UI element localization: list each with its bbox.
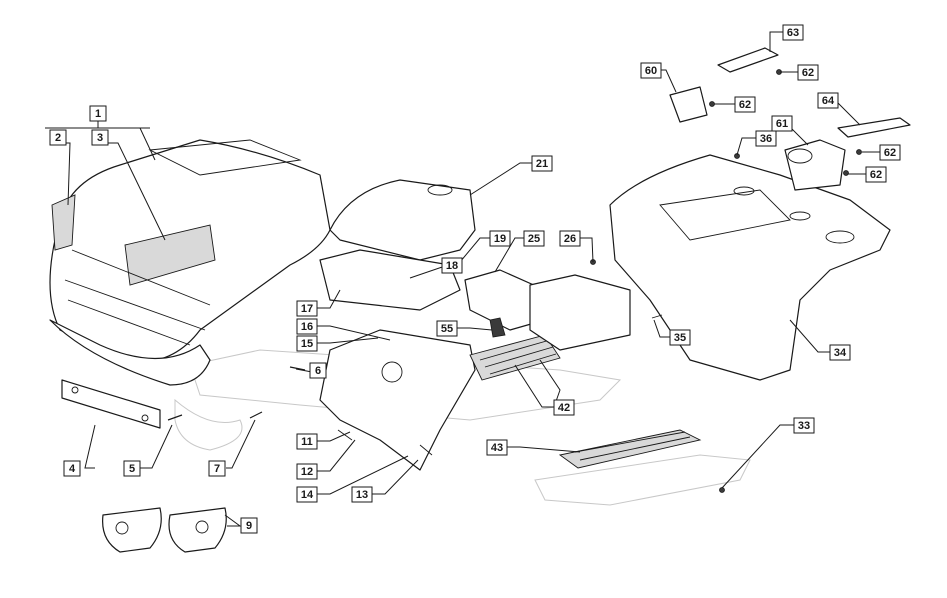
callout-12: 12 (296, 463, 318, 480)
svg-text:3: 3 (97, 132, 103, 144)
callout-14: 14 (296, 486, 318, 503)
callout-34: 34 (829, 344, 851, 361)
callout-11: 11 (296, 433, 318, 450)
callout-60: 60 (640, 62, 662, 79)
svg-text:12: 12 (301, 466, 313, 478)
callout-33: 33 (793, 417, 815, 434)
callout-labels: 1 2 3 4 5 6 7 9 11 12 13 14 15 16 17 18 … (49, 24, 901, 534)
callout-5: 5 (123, 460, 141, 477)
bracket-part (61, 379, 161, 429)
callout-62a: 62 (797, 64, 819, 81)
callout-62b: 62 (734, 96, 756, 113)
svg-text:36: 36 (760, 133, 772, 145)
callout-16: 16 (296, 318, 318, 335)
grille-part (51, 194, 76, 251)
callout-25: 25 (523, 230, 545, 247)
callout-55: 55 (436, 320, 458, 337)
callout-13: 13 (351, 486, 373, 503)
svg-text:5: 5 (129, 463, 135, 475)
callout-36: 36 (755, 130, 777, 147)
callout-26: 26 (559, 230, 581, 247)
svg-text:4: 4 (69, 463, 76, 475)
svg-text:61: 61 (776, 118, 788, 130)
svg-text:11: 11 (301, 436, 313, 448)
callout-42: 42 (553, 399, 575, 416)
svg-text:33: 33 (798, 420, 810, 432)
callout-64: 64 (817, 92, 839, 109)
svg-text:42: 42 (558, 402, 570, 414)
svg-text:62: 62 (802, 67, 814, 79)
mat-42-part (469, 334, 561, 381)
svg-text:13: 13 (356, 489, 368, 501)
svg-text:60: 60 (645, 65, 657, 77)
gasket-part (102, 507, 227, 553)
callout-4: 4 (63, 460, 81, 477)
svg-text:9: 9 (246, 520, 252, 532)
svg-text:6: 6 (315, 365, 321, 377)
svg-text:17: 17 (301, 303, 313, 315)
callout-15: 15 (296, 335, 318, 352)
svg-text:26: 26 (564, 233, 576, 245)
svg-text:62: 62 (870, 169, 882, 181)
dash-panel-part (329, 179, 476, 261)
svg-text:64: 64 (822, 95, 835, 107)
part-64 (837, 117, 911, 138)
svg-text:55: 55 (441, 323, 453, 335)
svg-text:14: 14 (301, 489, 314, 501)
callout-1: 1 (89, 105, 107, 122)
cupholder-61-part (784, 139, 846, 191)
callout-6: 6 (309, 362, 327, 379)
svg-text:25: 25 (528, 233, 540, 245)
cover-25-part (464, 269, 631, 351)
svg-text:16: 16 (301, 321, 313, 333)
callout-3: 3 (91, 129, 109, 146)
fender-34-part (609, 154, 891, 381)
svg-text:1: 1 (95, 108, 101, 120)
svg-text:19: 19 (494, 233, 506, 245)
lower-panel-part (319, 249, 461, 311)
mat-43-part (558, 429, 702, 469)
callout-9: 9 (240, 517, 258, 534)
svg-text:15: 15 (301, 338, 313, 350)
svg-text:43: 43 (491, 442, 503, 454)
callout-18: 18 (441, 257, 463, 274)
callout-35: 35 (669, 329, 691, 346)
callout-7: 7 (208, 460, 226, 477)
svg-text:21: 21 (536, 158, 548, 170)
svg-text:62: 62 (884, 147, 896, 159)
callout-62d: 62 (865, 166, 887, 183)
callout-19: 19 (489, 230, 511, 247)
front-fascia-part (319, 329, 476, 471)
callout-61: 61 (771, 115, 793, 132)
part-63 (717, 47, 779, 73)
screws-group (167, 366, 306, 421)
svg-text:7: 7 (214, 463, 220, 475)
part-60 (669, 86, 708, 123)
hood-part (49, 139, 331, 386)
svg-text:35: 35 (674, 332, 686, 344)
callout-63: 63 (782, 24, 804, 41)
callout-43: 43 (486, 439, 508, 456)
callout-17: 17 (296, 300, 318, 317)
svg-text:18: 18 (446, 260, 458, 272)
svg-text:63: 63 (787, 27, 799, 39)
callout-62c: 62 (879, 144, 901, 161)
svg-text:34: 34 (834, 347, 847, 359)
svg-text:62: 62 (739, 99, 751, 111)
callout-2: 2 (49, 129, 67, 146)
svg-text:2: 2 (55, 132, 61, 144)
callout-21: 21 (531, 155, 553, 172)
